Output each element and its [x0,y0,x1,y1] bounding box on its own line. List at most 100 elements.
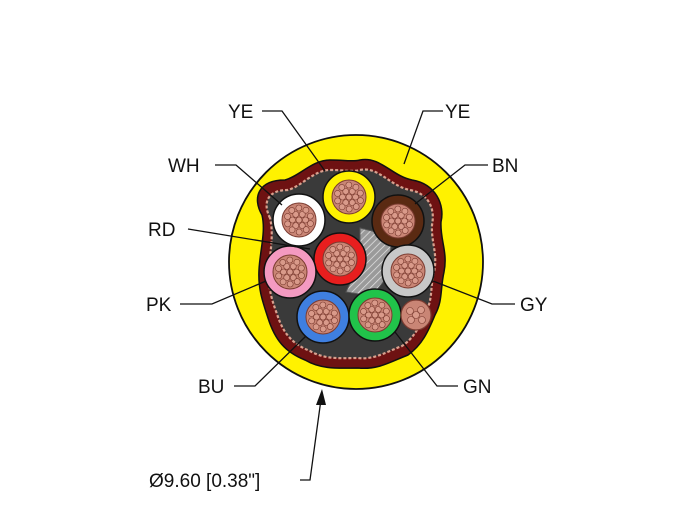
copper-strand [293,268,300,276]
copper-strand [357,189,364,197]
copper-strand [283,263,291,270]
copper-strand [398,267,405,275]
copper-strand [397,258,405,265]
copper-strand [338,203,346,211]
copper-strand [322,308,330,315]
copper-strand [336,243,344,251]
copper-strand [333,261,341,268]
copper-strand [288,226,296,234]
copper-strand [394,217,402,225]
copper-strand [331,309,338,317]
copper-strand [371,311,379,319]
copper-strand [401,262,409,269]
copper-strand [295,216,303,224]
copper-strand [336,267,344,275]
copper-strand [302,216,309,224]
copper-strand [336,255,344,263]
copper-strand [388,217,395,225]
copper-strand [394,205,402,213]
copper-strand [360,315,367,323]
copper-strand [338,184,346,191]
copper-strand [283,274,291,281]
copper-strand [292,211,300,218]
copper-strand [325,259,332,267]
copper-strand [397,212,405,219]
copper-strand [342,188,350,195]
copper-strand [407,262,415,269]
copper-strand [371,323,379,331]
copper-strand [295,204,303,212]
drain-strand [412,311,420,319]
label-ye-left: YE [228,102,253,123]
copper-strand [284,213,291,220]
leader-gn [394,331,458,387]
copper-strand [326,313,333,321]
copper-strand [308,317,315,325]
copper-strand [343,255,350,263]
copper-strand [279,278,287,286]
drain-strand [418,316,426,324]
copper-strand [383,315,390,322]
copper-strand [308,310,315,317]
copper-strand [374,306,382,313]
copper-strand [298,264,305,272]
label-gn: GN [463,377,492,398]
copper-strand [329,265,337,273]
copper-strand [330,255,337,263]
drain-strand [406,307,414,315]
copper-strand [397,223,405,230]
copper-strand [298,222,306,229]
copper-strand [348,251,355,259]
label-bu: BU [198,377,224,398]
copper-strand [286,268,294,276]
copper-strand [365,311,372,319]
copper-strand [407,273,415,280]
copper-strand [307,212,314,220]
copper-strand [343,265,351,272]
copper-strand [401,207,409,215]
label-pk: PK [146,295,172,316]
copper-strand [339,261,347,268]
copper-strand [401,273,409,280]
copper-strand [345,205,353,213]
copper-strand [322,319,330,326]
dimension-arrowhead [316,389,326,405]
copper-strand [352,203,360,210]
leader-ye-right [403,110,443,165]
copper-strand [342,199,350,206]
copper-strand [393,264,400,271]
leader-pk [180,280,267,305]
copper-strand [275,265,282,272]
leader-dimension [300,391,323,481]
copper-strand [345,181,353,189]
copper-strand [391,223,399,230]
copper-strand [374,317,382,324]
copper-strand [406,213,413,221]
copper-strand [393,271,400,279]
copper-strand [275,272,282,280]
copper-strand [345,193,353,201]
copper-strand [364,321,372,329]
copper-strand [289,274,297,281]
leader-ye-left [262,110,326,172]
copper-strand [286,280,294,288]
copper-strand [312,323,320,331]
copper-strand [279,259,287,266]
copper-strand [406,221,413,228]
copper-strand [378,311,385,319]
copper-strand [289,263,297,270]
leader-wh [215,164,283,206]
copper-strand [404,255,412,263]
copper-strand [293,278,301,285]
leader-rd [187,228,311,250]
label-wh: WH [168,156,200,177]
copper-strand [348,259,355,266]
leader-lines [180,110,515,481]
copper-strand [416,263,423,271]
leader-bn [414,164,488,205]
copper-strand [383,307,390,315]
copper-strand [383,221,390,229]
label-bn: BN [492,156,518,177]
leader-gy [432,280,515,305]
copper-strand [295,228,303,236]
